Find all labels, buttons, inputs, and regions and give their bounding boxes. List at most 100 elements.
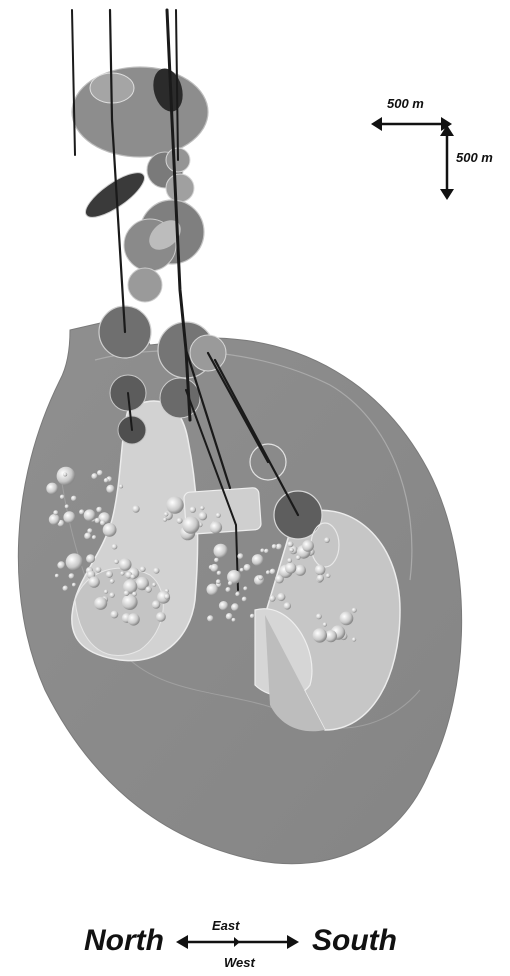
microseismic-event-sphere	[114, 559, 119, 564]
microseismic-event-sphere	[164, 594, 170, 600]
microseismic-event-sphere	[214, 544, 228, 558]
microseismic-event-sphere	[276, 544, 282, 550]
microseismic-event-sphere	[140, 566, 146, 572]
microseismic-event-sphere	[84, 533, 91, 540]
microseismic-event-sphere	[272, 544, 277, 549]
compass-west-label: West	[224, 955, 255, 970]
microseismic-event-sphere	[72, 583, 76, 587]
microseismic-event-sphere	[317, 575, 324, 582]
microseismic-event-sphere	[119, 558, 132, 571]
microseismic-event-sphere	[55, 574, 59, 578]
microseismic-event-sphere	[252, 554, 264, 566]
microseismic-event-sphere	[190, 507, 196, 513]
microseismic-event-sphere	[109, 592, 114, 597]
microseismic-event-sphere	[216, 579, 221, 584]
microseismic-event-sphere	[96, 507, 102, 513]
microseismic-event-sphere	[237, 553, 243, 559]
microseismic-event-sphere	[264, 549, 269, 554]
microseismic-event-sphere	[323, 622, 327, 626]
microseismic-event-sphere	[66, 553, 83, 570]
microseismic-event-sphere	[95, 567, 101, 573]
microseismic-event-sphere	[182, 516, 199, 533]
microseismic-event-sphere	[97, 470, 103, 476]
microseismic-event-sphere	[112, 544, 118, 550]
microseismic-event-sphere	[57, 561, 65, 569]
microseismic-event-sphere	[199, 512, 208, 521]
microseismic-event-sphere	[240, 568, 244, 572]
microseismic-event-sphere	[177, 518, 183, 524]
microseismic-event-sphere	[214, 558, 219, 563]
microseismic-event-sphere	[124, 590, 130, 596]
microseismic-event-sphere	[277, 593, 285, 601]
microseismic-event-sphere	[106, 485, 114, 493]
microseismic-event-sphere	[302, 540, 314, 552]
microseismic-event-sphere	[340, 612, 354, 626]
microseismic-event-sphere	[111, 611, 119, 619]
microseismic-event-sphere	[49, 514, 60, 525]
arrow-down-icon	[440, 189, 454, 200]
well-2	[110, 10, 125, 332]
microseismic-event-sphere	[152, 600, 160, 608]
microseismic-event-sphere	[216, 513, 221, 518]
microseismic-event-sphere	[269, 595, 275, 601]
microseismic-event-sphere	[106, 571, 113, 578]
microseismic-event-sphere	[228, 581, 233, 586]
compass-left-arrow-icon	[176, 935, 188, 949]
microseismic-event-sphere	[120, 571, 124, 575]
microseismic-event-sphere	[53, 510, 58, 515]
microseismic-event-sphere	[235, 592, 240, 597]
microseismic-event-sphere	[219, 601, 228, 610]
microseismic-event-sphere	[110, 579, 115, 584]
microseismic-event-sphere	[152, 583, 156, 587]
microseismic-event-sphere	[65, 504, 69, 508]
microseismic-event-sphere	[100, 520, 105, 525]
microseismic-event-sphere	[313, 628, 327, 642]
microseismic-event-sphere	[156, 612, 166, 622]
microseismic-event-sphere	[316, 614, 322, 620]
microseismic-event-sphere	[232, 618, 236, 622]
microseismic-event-sphere	[104, 590, 108, 594]
microseismic-event-sphere	[352, 608, 357, 613]
microseismic-event-sphere	[207, 615, 213, 621]
well-1	[72, 10, 75, 155]
microseismic-event-sphere	[258, 575, 263, 580]
microseismic-event-sphere	[324, 537, 330, 543]
microseismic-event-sphere	[289, 548, 294, 553]
microseismic-event-sphere	[132, 592, 137, 597]
microseismic-event-sphere	[231, 603, 239, 611]
microseismic-event-sphere	[210, 521, 222, 533]
microseismic-event-sphere	[226, 587, 231, 592]
microseismic-event-sphere	[119, 484, 123, 488]
microseismic-event-sphere	[94, 597, 107, 610]
microseismic-event-sphere	[287, 541, 293, 547]
microseismic-event-sphere	[103, 523, 117, 537]
microseismic-event-sphere	[92, 535, 96, 539]
microseismic-event-sphere	[63, 473, 67, 477]
microseismic-event-sphere	[244, 564, 251, 571]
microseismic-event-sphere	[71, 496, 77, 502]
microseismic-event-sphere	[200, 506, 204, 510]
microseismic-event-sphere	[88, 576, 99, 587]
microseismic-event-sphere	[287, 558, 292, 563]
microseismic-event-sphere	[226, 613, 233, 620]
microseismic-event-sphere	[210, 564, 218, 572]
microseismic-event-sphere	[285, 563, 296, 574]
compass-center-icon	[234, 937, 240, 947]
microseismic-event-sphere	[260, 549, 264, 553]
microseismic-event-sphere	[84, 509, 96, 521]
microseismic-event-sphere	[284, 602, 291, 609]
compass-right-arrow-icon	[287, 935, 299, 949]
arrow-left-icon	[371, 117, 382, 131]
microseismic-event-sphere	[69, 573, 75, 579]
microseismic-event-sphere	[266, 570, 270, 574]
microseismic-event-sphere	[217, 571, 222, 576]
compass-north-label: North	[84, 924, 164, 958]
microseismic-event-sphere	[315, 565, 326, 576]
fracture-disks-upper	[72, 65, 208, 302]
microseismic-event-sphere	[326, 573, 331, 578]
microseismic-event-sphere	[91, 473, 97, 479]
microseismic-event-sphere	[127, 613, 139, 625]
microseismic-event-sphere	[104, 478, 109, 483]
microseismic-event-sphere	[295, 565, 306, 576]
